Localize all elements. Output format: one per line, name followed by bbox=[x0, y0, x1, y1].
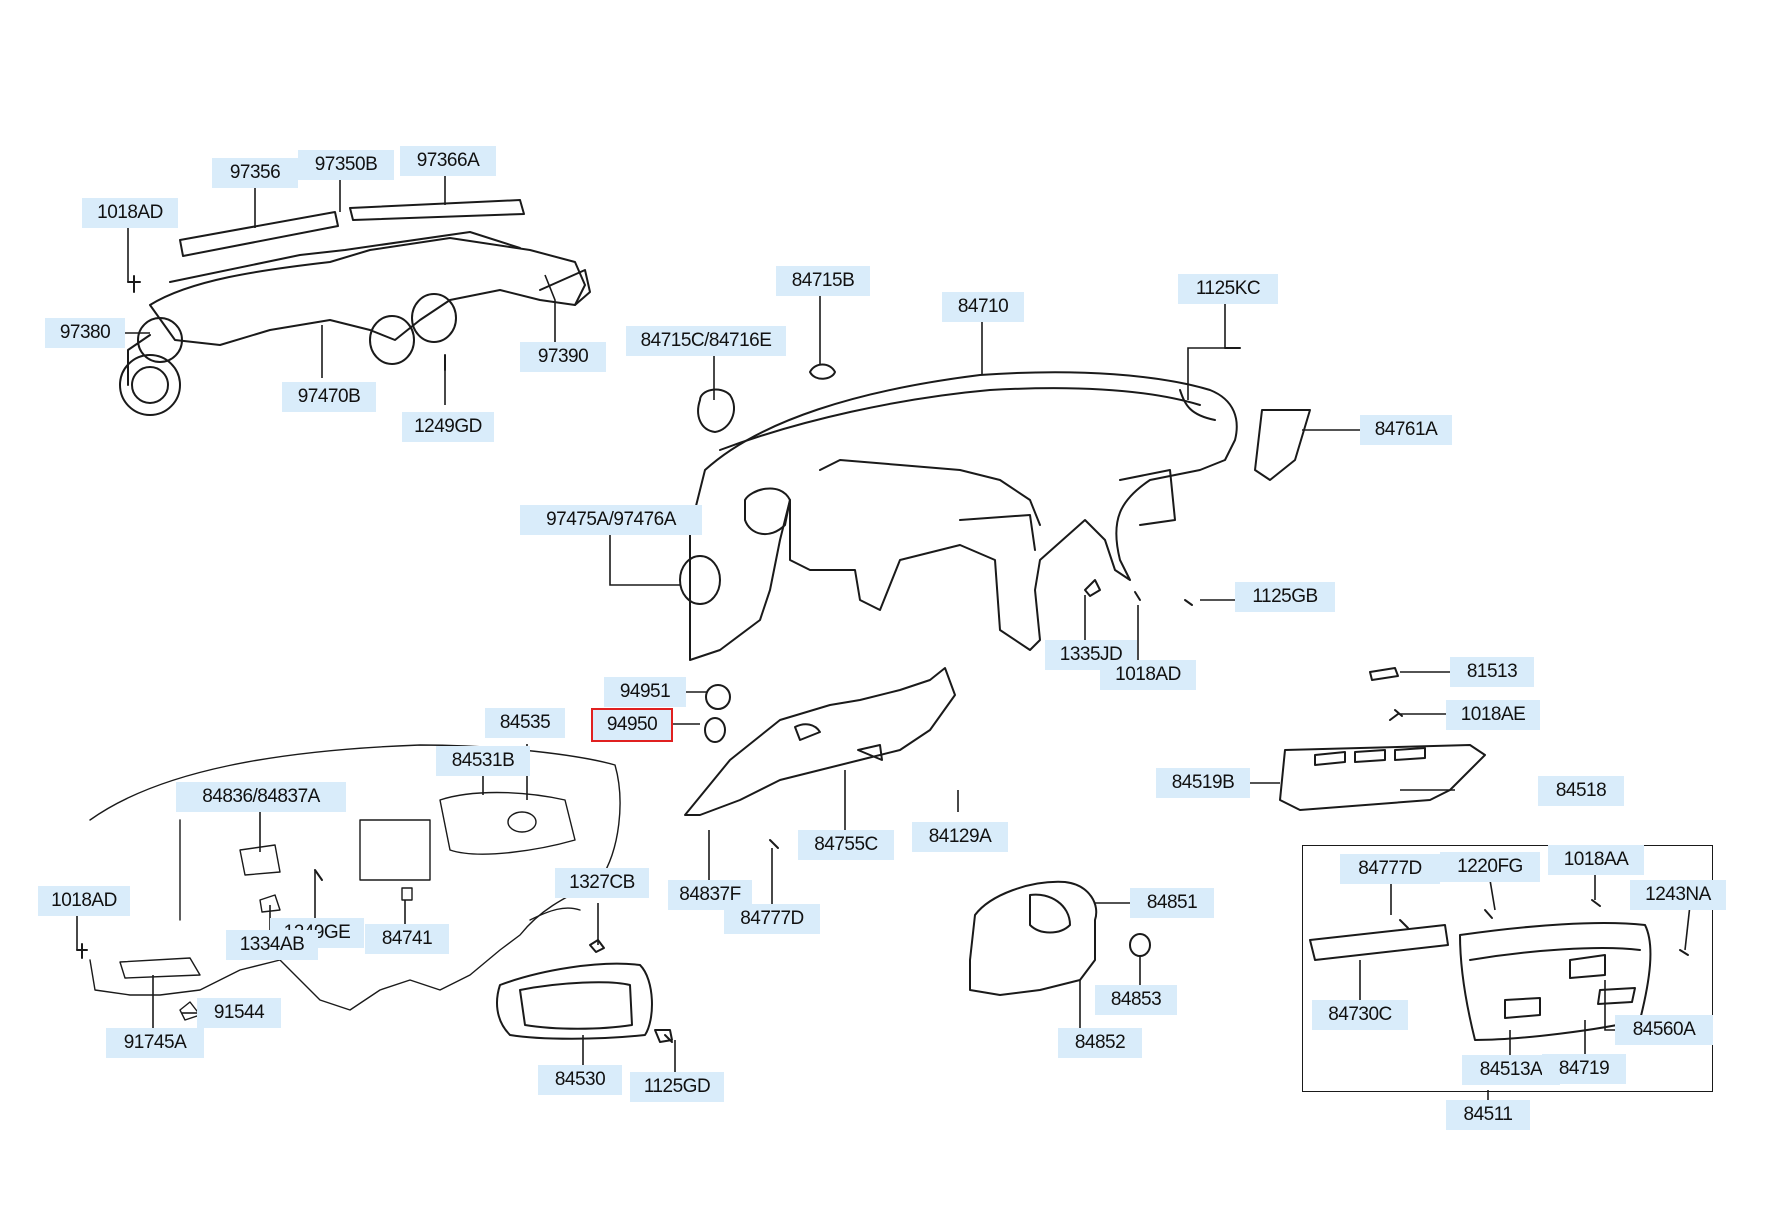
label-97470B[interactable]: 97470B bbox=[282, 382, 376, 412]
label-1125GD[interactable]: 1125GD bbox=[630, 1072, 724, 1102]
label-1220FG[interactable]: 1220FG bbox=[1440, 852, 1540, 882]
label-94951[interactable]: 94951 bbox=[604, 677, 686, 707]
label-84518[interactable]: 84518 bbox=[1538, 776, 1624, 806]
glove-box-assembly-84511 bbox=[1309, 922, 1652, 1041]
crash-pad-main bbox=[689, 371, 1311, 661]
fasteners bbox=[76, 275, 1689, 1043]
label-97366A[interactable]: 97366A bbox=[400, 146, 496, 176]
label-1018AE[interactable]: 1018AE bbox=[1446, 700, 1540, 730]
label-1249GD[interactable]: 1249GD bbox=[402, 412, 494, 442]
label-84853[interactable]: 84853 bbox=[1095, 985, 1177, 1015]
label-84715C-84716E[interactable]: 84715C/84716E bbox=[626, 326, 786, 356]
label-1018AD-left[interactable]: 1018AD bbox=[38, 886, 130, 916]
label-84719[interactable]: 84719 bbox=[1542, 1054, 1626, 1084]
label-84851[interactable]: 84851 bbox=[1130, 888, 1214, 918]
label-84129A[interactable]: 84129A bbox=[912, 822, 1008, 852]
small-parts-top bbox=[679, 363, 1101, 743]
label-1018AD-top[interactable]: 1018AD bbox=[82, 198, 178, 228]
lower-dash-left-outline bbox=[89, 744, 621, 1021]
label-1018AA[interactable]: 1018AA bbox=[1548, 845, 1644, 875]
label-84511[interactable]: 84511 bbox=[1446, 1100, 1530, 1130]
lower-panel-84755C bbox=[684, 667, 956, 816]
label-1334AB[interactable]: 1334AB bbox=[226, 930, 318, 960]
label-84852[interactable]: 84852 bbox=[1058, 1028, 1142, 1058]
label-81513[interactable]: 81513 bbox=[1450, 657, 1534, 687]
label-84560A[interactable]: 84560A bbox=[1615, 1015, 1713, 1045]
label-84730C[interactable]: 84730C bbox=[1312, 1000, 1408, 1030]
label-91544[interactable]: 91544 bbox=[197, 998, 281, 1028]
label-97475A-97476A[interactable]: 97475A/97476A bbox=[520, 505, 702, 535]
label-94950-highlighted[interactable]: 94950 bbox=[591, 708, 673, 742]
label-84777D-right[interactable]: 84777D bbox=[1340, 854, 1440, 884]
label-84519B[interactable]: 84519B bbox=[1156, 768, 1250, 798]
label-84715B[interactable]: 84715B bbox=[776, 266, 870, 296]
label-84741[interactable]: 84741 bbox=[365, 924, 449, 954]
label-97380[interactable]: 97380 bbox=[45, 318, 125, 348]
label-84836-84837A[interactable]: 84836/84837A bbox=[176, 782, 346, 812]
label-84530[interactable]: 84530 bbox=[538, 1065, 622, 1095]
label-97390[interactable]: 97390 bbox=[520, 342, 606, 372]
label-97356[interactable]: 97356 bbox=[212, 158, 298, 188]
label-1327CB[interactable]: 1327CB bbox=[555, 868, 649, 898]
label-84531B[interactable]: 84531B bbox=[436, 746, 530, 776]
label-1018AD-mid[interactable]: 1018AD bbox=[1100, 660, 1196, 690]
label-84777D-mid[interactable]: 84777D bbox=[724, 904, 820, 934]
label-91745A[interactable]: 91745A bbox=[106, 1028, 204, 1058]
defroster-duct-assembly bbox=[119, 199, 591, 416]
label-84535[interactable]: 84535 bbox=[485, 708, 565, 738]
glove-box-group-frame bbox=[1302, 845, 1713, 1092]
label-84761A[interactable]: 84761A bbox=[1360, 415, 1452, 445]
label-1125KC[interactable]: 1125KC bbox=[1178, 274, 1278, 304]
label-97350B[interactable]: 97350B bbox=[298, 150, 394, 180]
glove-box-84530 bbox=[496, 939, 673, 1043]
label-84710[interactable]: 84710 bbox=[942, 292, 1024, 322]
label-1125GB[interactable]: 1125GB bbox=[1235, 582, 1335, 612]
label-1243NA[interactable]: 1243NA bbox=[1630, 880, 1726, 910]
label-84755C[interactable]: 84755C bbox=[798, 830, 894, 860]
